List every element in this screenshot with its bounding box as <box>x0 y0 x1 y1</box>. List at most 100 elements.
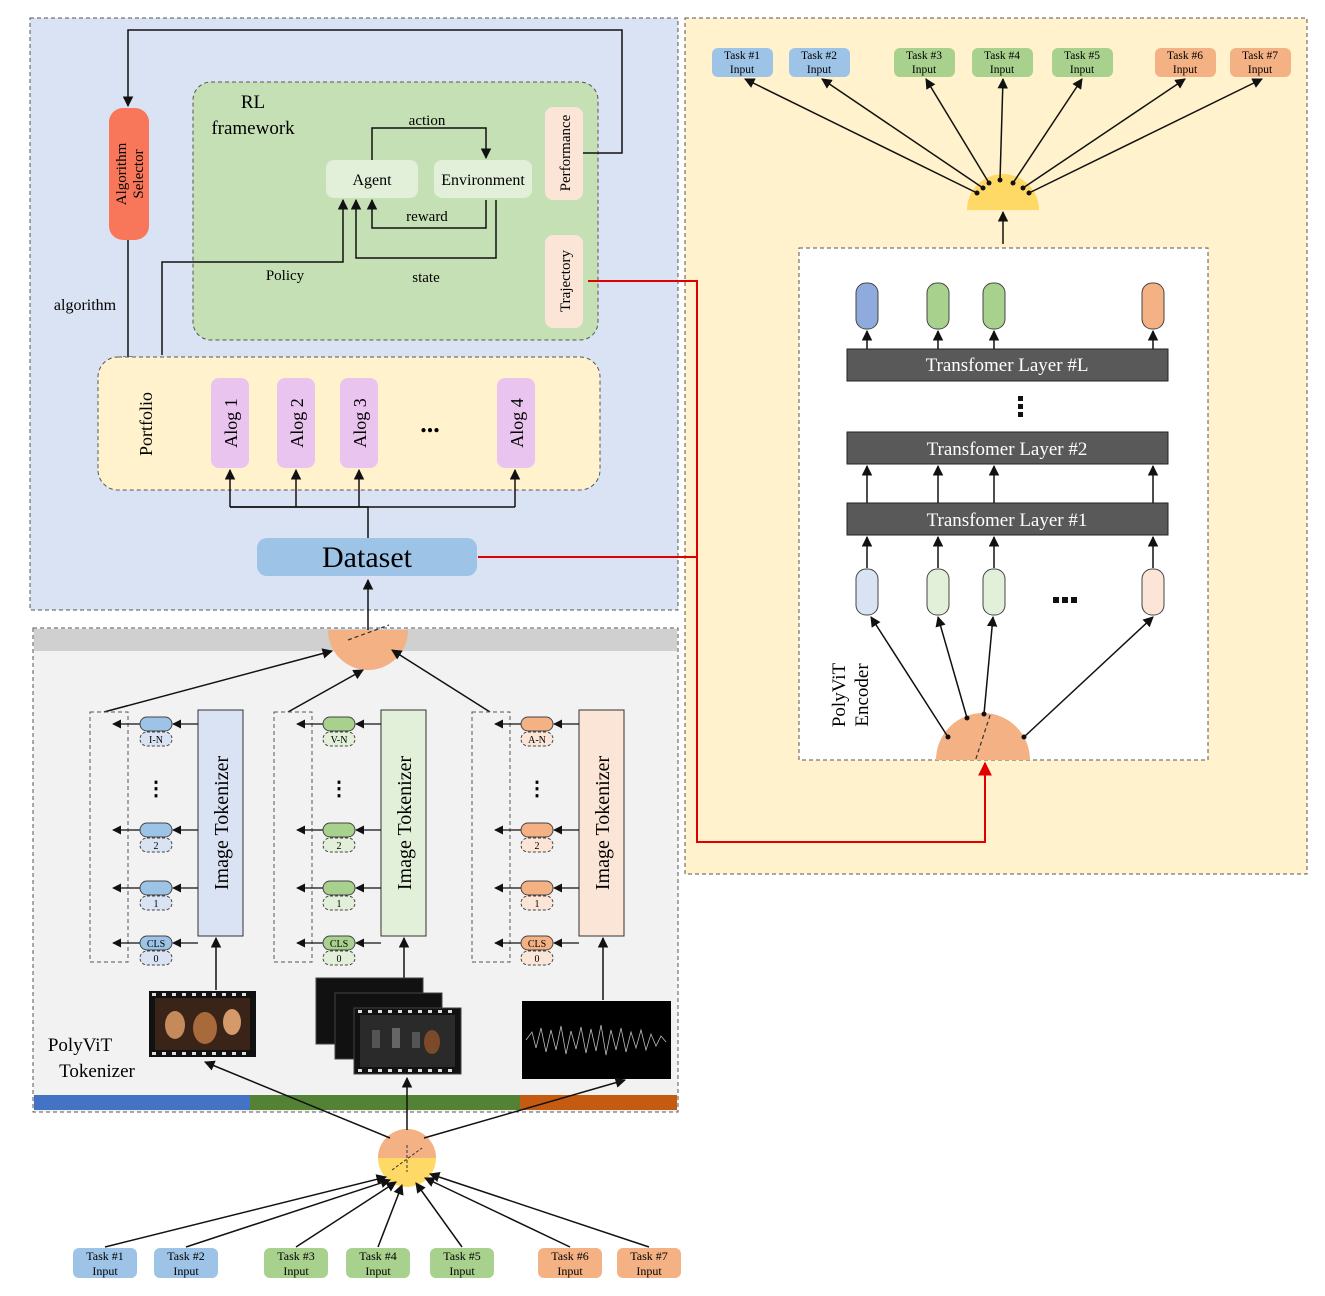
bottom-task-5-line2: Input <box>449 1264 475 1278</box>
state-label: state <box>412 270 440 286</box>
dataset-label: Dataset <box>322 541 413 574</box>
image-tokenizer-1-label: Image Tokenizer <box>211 756 233 891</box>
token-2-1: 1 <box>337 899 342 910</box>
bottom-task-6-line2: Input <box>557 1264 583 1278</box>
top-task-7-line2: Input <box>1248 64 1273 76</box>
transformer-layer-L <box>846 348 1169 382</box>
tokens-ellipsis <box>1053 597 1077 603</box>
agent-box <box>326 160 418 198</box>
trajectory-box <box>545 235 583 328</box>
top-task-7 <box>1230 48 1291 77</box>
token-group-1 <box>89 711 129 963</box>
environment-box <box>434 160 532 198</box>
output-token-4 <box>1141 282 1165 330</box>
top-task-2 <box>789 48 850 77</box>
algorithm-label: algorithm <box>54 297 117 314</box>
algo-label-1: Alog 1 <box>221 398 241 448</box>
image-tokenizer-3-label: Image Tokenizer <box>592 756 614 891</box>
image-input-thumbnail <box>149 991 256 1057</box>
top-task-6-line1: Task #6 <box>1167 50 1203 62</box>
bottom-router-arrows <box>104 1172 650 1248</box>
audio-input-spectrogram <box>522 1001 671 1079</box>
performance-box <box>545 107 583 200</box>
image-tokenizer-2-label: Image Tokenizer <box>394 756 416 891</box>
algorithm-selector <box>109 108 149 240</box>
top-task-7-line1: Task #7 <box>1242 50 1278 62</box>
modality-bar-image <box>34 1095 250 1110</box>
token-3-cls: CLS <box>528 939 546 950</box>
top-task-5-line2: Input <box>1070 64 1095 76</box>
reward-arrow <box>366 198 487 229</box>
token-3-0: 0 <box>535 954 540 965</box>
input-token-3 <box>982 568 1006 616</box>
token-2-n: V-N <box>331 735 348 746</box>
input-token-4 <box>1141 568 1165 616</box>
bottom-task-7-line1: Task #7 <box>630 1249 668 1263</box>
performance-label: Performance <box>558 114 574 191</box>
algo-box-3 <box>340 378 378 468</box>
token-1-cls: CLS <box>147 939 165 950</box>
top-task-6 <box>1155 48 1216 77</box>
algo-label-3: Alog 3 <box>350 398 370 448</box>
algo-ellipsis: ... <box>420 409 440 438</box>
image-tokenizer-3 <box>578 709 625 937</box>
bottom-task-2-line2: Input <box>173 1264 199 1278</box>
top-task-4-line1: Task #4 <box>984 50 1020 62</box>
environment-label: Environment <box>441 172 525 189</box>
rl-title-line1: RL <box>241 92 265 113</box>
policy-label: Policy <box>266 268 305 284</box>
token-2-2: 2 <box>337 841 342 852</box>
tokenizer-label-line1: PolyViT <box>48 1035 113 1056</box>
output-token-2 <box>926 282 950 330</box>
top-task-6-line2: Input <box>1173 64 1198 76</box>
rl-title-line2: framework <box>211 118 295 139</box>
bottom-task-7-line2: Input <box>636 1264 662 1278</box>
layers-vertical-dots <box>1018 396 1023 417</box>
transformer-layer-L-label: Transfomer Layer #L <box>926 355 1089 376</box>
top-task-1-line2: Input <box>730 64 755 76</box>
input-token-2 <box>926 568 950 616</box>
transformer-layer-1 <box>846 502 1169 536</box>
video-input-frames <box>315 977 462 1075</box>
tokenizer-label-line2: Tokenizer <box>59 1061 135 1082</box>
task-router-top <box>967 174 1039 210</box>
bottom-task-2-line1: Task #2 <box>167 1249 205 1263</box>
algo-box-2 <box>277 378 315 468</box>
algo-label-4: Alog 4 <box>507 398 527 448</box>
bottom-task-2 <box>154 1248 218 1278</box>
col2-vdots: ⋮ <box>329 778 349 800</box>
action-arrow <box>371 127 492 160</box>
top-task-4-line2: Input <box>990 64 1015 76</box>
bottom-task-6 <box>538 1248 602 1278</box>
output-token-3 <box>982 282 1006 330</box>
portfolio-label: Portfolio <box>136 392 156 456</box>
transformer-layer-2-label: Transfomer Layer #2 <box>927 439 1088 460</box>
bottom-task-4 <box>346 1248 410 1278</box>
algo-box-1 <box>211 378 249 468</box>
top-task-5-line1: Task #5 <box>1064 50 1100 62</box>
top-task-3-line2: Input <box>912 64 937 76</box>
action-label: action <box>409 113 446 129</box>
modality-bar-audio <box>520 1095 677 1110</box>
token-3-2: 2 <box>535 841 540 852</box>
top-task-1-line1: Task #1 <box>724 50 760 62</box>
bottom-task-3-line2: Input <box>283 1264 309 1278</box>
token-3-1: 1 <box>535 899 540 910</box>
bottom-task-5 <box>430 1248 494 1278</box>
encoder-label-line2: Encoder <box>852 663 873 727</box>
algo-label-2: Alog 2 <box>287 398 307 448</box>
transformer-layer-1-label: Transfomer Layer #1 <box>927 510 1088 531</box>
col1-vdots: ⋮ <box>146 778 166 800</box>
input-token-1 <box>855 568 879 616</box>
bottom-task-7 <box>617 1248 681 1278</box>
token-1-2: 2 <box>154 841 159 852</box>
policy-arrow <box>161 198 349 355</box>
dataset-box <box>257 538 477 576</box>
top-task-5 <box>1052 48 1113 77</box>
output-token-1 <box>855 282 879 330</box>
top-task-3-line1: Task #3 <box>906 50 942 62</box>
trajectory-label: Trajectory <box>558 250 574 312</box>
token-1-n: I-N <box>149 735 163 746</box>
token-1-1: 1 <box>154 899 159 910</box>
